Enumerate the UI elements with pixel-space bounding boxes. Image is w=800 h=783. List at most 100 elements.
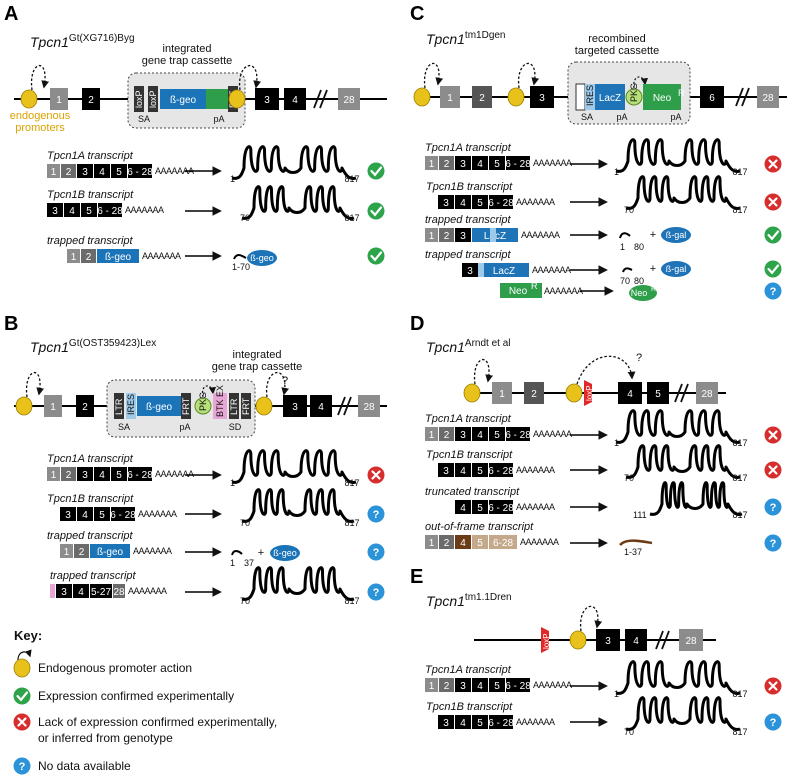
exon: 28 bbox=[358, 395, 380, 417]
exon-label: 1 bbox=[56, 95, 62, 106]
exon-box bbox=[489, 156, 505, 170]
check-mark bbox=[370, 166, 383, 177]
loxp-label: loxP bbox=[134, 90, 144, 108]
exon-box bbox=[585, 84, 595, 110]
check-mark bbox=[767, 264, 780, 275]
exon bbox=[134, 86, 144, 112]
aa-end: 817 bbox=[344, 518, 359, 528]
exon-box bbox=[128, 467, 152, 481]
exon-label: 5 bbox=[116, 470, 122, 481]
exon-label: 6 - 28 bbox=[97, 206, 123, 217]
aa-end: 37 bbox=[244, 558, 254, 568]
exon: 5 bbox=[472, 195, 488, 209]
exon-label: 2 bbox=[531, 389, 537, 400]
exon-box bbox=[492, 382, 512, 404]
exon: 28 bbox=[113, 584, 125, 598]
endogenous-label: promoters bbox=[15, 122, 65, 134]
exon: 1 bbox=[47, 164, 60, 178]
question-icon: ? bbox=[367, 583, 385, 601]
protein-shape bbox=[625, 444, 741, 479]
pkg-promoter bbox=[625, 88, 643, 106]
aa-start: 70 bbox=[620, 276, 630, 286]
break-mark bbox=[674, 383, 689, 403]
allele-superscript: Arndt et al bbox=[465, 338, 511, 349]
exon-box bbox=[181, 393, 191, 419]
cross-icon bbox=[367, 466, 385, 484]
exon: 6 - 28 bbox=[505, 427, 531, 441]
protein-fragment bbox=[622, 267, 633, 273]
exon-box bbox=[438, 715, 454, 729]
protein-shape bbox=[625, 175, 741, 210]
exon: 5 bbox=[489, 678, 505, 692]
status-circle bbox=[764, 282, 782, 300]
allele-gene: Tpcn1 bbox=[30, 34, 69, 50]
aa-end: 817 bbox=[344, 174, 359, 184]
exon-label: 3 bbox=[264, 95, 270, 106]
exon: 2 bbox=[61, 467, 76, 481]
exon-label: 1 bbox=[51, 167, 57, 178]
exon: 2 bbox=[439, 678, 454, 692]
exon-box bbox=[489, 427, 505, 441]
aa-end: 80 bbox=[634, 242, 644, 252]
loxp-label: loxP bbox=[542, 633, 551, 649]
exon: LacZ bbox=[479, 263, 529, 277]
key-label: or inferred from genotype bbox=[38, 731, 173, 745]
aa-end: 817 bbox=[344, 596, 359, 606]
polyA-tail: AAAAAAA bbox=[521, 230, 560, 240]
exon-box bbox=[455, 427, 471, 441]
exon-label: 2 bbox=[79, 547, 85, 558]
exon-label: 28 bbox=[363, 402, 375, 413]
exon-box bbox=[490, 228, 496, 242]
exon-box bbox=[530, 86, 554, 108]
exon: 3 bbox=[455, 156, 471, 170]
transcript-label: Tpcn1B transcript bbox=[426, 701, 513, 713]
exon-box bbox=[455, 463, 471, 477]
exon-label: 1 bbox=[71, 252, 77, 263]
exon-box bbox=[455, 195, 471, 209]
exon-box bbox=[44, 395, 62, 417]
exon-box bbox=[338, 88, 360, 110]
exon: 3 bbox=[255, 88, 279, 110]
loxp-site bbox=[584, 380, 592, 406]
sa-label: SA bbox=[138, 114, 150, 124]
status-circle bbox=[764, 498, 782, 516]
exon-label: 3 bbox=[539, 93, 545, 104]
promoter-icon bbox=[463, 383, 481, 403]
exon-box bbox=[213, 393, 227, 419]
exon bbox=[575, 83, 586, 111]
exon-box bbox=[255, 88, 279, 110]
exon bbox=[595, 84, 625, 110]
exon-box bbox=[439, 427, 454, 441]
question-mark: ? bbox=[282, 375, 288, 387]
question-mark: ? bbox=[373, 547, 380, 559]
allele-name: Tpcn1Arndt et al bbox=[426, 338, 511, 355]
pa-label: pA bbox=[670, 112, 681, 122]
exon bbox=[50, 584, 55, 598]
exon-box bbox=[56, 584, 72, 598]
exon-box bbox=[472, 86, 492, 108]
exon-label: 6 - 28 bbox=[110, 510, 136, 521]
exon-box bbox=[489, 678, 505, 692]
exon bbox=[643, 84, 681, 110]
exon: 4 bbox=[472, 156, 488, 170]
aa-end: 817 bbox=[732, 438, 747, 448]
exon: 4 bbox=[310, 395, 332, 417]
exon-label: 5 bbox=[477, 466, 483, 477]
exon-label: LacZ bbox=[493, 266, 515, 277]
exon-box bbox=[455, 535, 471, 549]
exon-label: 2 bbox=[66, 167, 72, 178]
bgeo-fusion bbox=[270, 545, 300, 561]
exon: 5 bbox=[111, 164, 127, 178]
sa-label: SA bbox=[581, 112, 593, 122]
exon: 4 bbox=[94, 164, 110, 178]
exon-label: 3 bbox=[460, 430, 466, 441]
exon-label: 28 bbox=[762, 93, 774, 104]
exon: 1 bbox=[440, 86, 460, 108]
exon-label: 3 bbox=[467, 266, 473, 277]
exon bbox=[229, 393, 239, 419]
allele-name: Tpcn1Gt(XG716)Byg bbox=[30, 33, 135, 50]
aa-end: 817 bbox=[732, 473, 747, 483]
exon-box bbox=[94, 164, 110, 178]
